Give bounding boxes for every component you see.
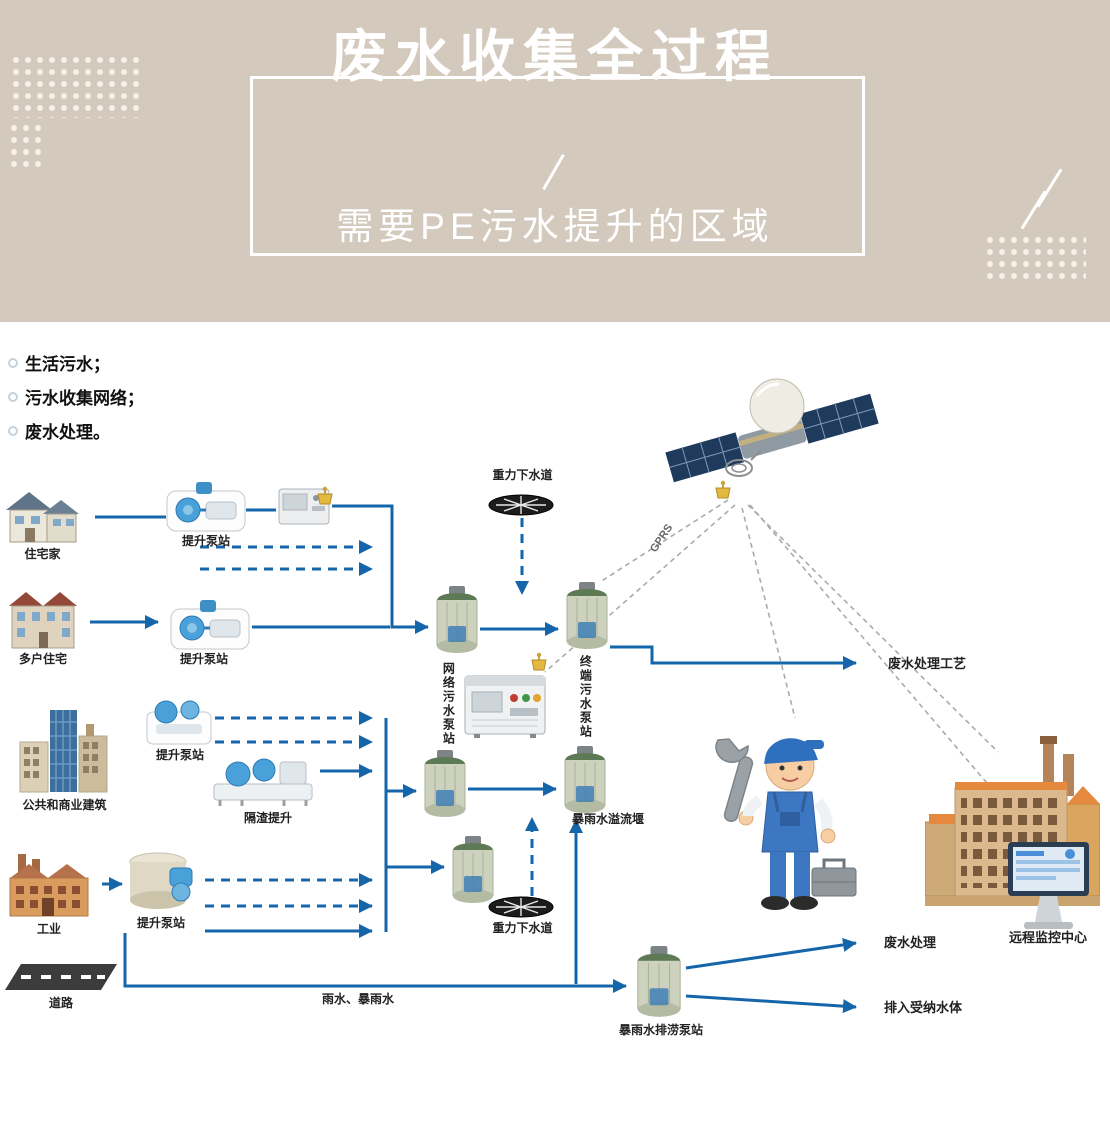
gravity-sewer-label: 重力下水道 — [492, 468, 553, 482]
lift-pump-tank-icon — [126, 850, 196, 914]
dot-pattern-left — [8, 122, 44, 170]
storm-overflow-weir-label: 暴雨水溢流堰 — [572, 812, 645, 826]
monitor-icon — [1006, 842, 1091, 934]
page-subtitle: 需要PE污水提升的区域 — [336, 206, 774, 247]
public-commercial-buildings-icon — [16, 706, 111, 796]
treatment-process-label: 废水处理工艺 — [888, 656, 967, 671]
industry-label: 工业 — [36, 922, 61, 936]
legend-label: 污水收集网络； — [25, 389, 144, 408]
legend-label: 生活污水； — [25, 355, 110, 374]
residential-house-icon — [5, 486, 80, 544]
lift-pump-station-icon — [146, 694, 212, 746]
storm-drainage-station-label: 暴雨水排涝泵站 — [618, 1023, 703, 1037]
gravity-sewer-label: 重力下水道 — [492, 921, 553, 935]
lift-station-label: 提升泵站 — [155, 748, 204, 762]
wastewater-treatment-label: 废水处理 — [884, 935, 937, 950]
road-label: 道路 — [48, 996, 73, 1010]
multi-family-label: 多户住宅 — [18, 652, 67, 666]
storm-overflow-weir-icon — [564, 746, 606, 816]
satellite-icon — [664, 358, 880, 508]
legend-item: 生活污水； — [8, 350, 144, 375]
lift-station-label: 提升泵站 — [181, 534, 230, 548]
dot-pattern-top-left — [10, 54, 142, 118]
control-panel-icon — [278, 486, 330, 526]
network-sewage-pump-station-icon — [436, 586, 478, 656]
network-pump-station-label: 网络污水泵站 — [441, 662, 456, 746]
transmitter-icon — [528, 652, 550, 672]
rain-storm-water-label: 雨水、暴雨水 — [322, 992, 395, 1006]
lift-station-label: 提升泵站 — [179, 652, 228, 666]
residential-label: 住宅家 — [24, 547, 61, 561]
manhole-icon — [488, 896, 554, 918]
pump-well-icon — [424, 750, 466, 820]
lift-station-label: 提升泵站 — [136, 916, 185, 930]
gprs-label: GPRS — [648, 522, 676, 555]
legend-item: 污水收集网络； — [8, 384, 144, 409]
bullet-icon — [8, 425, 18, 436]
industry-factory-icon — [8, 850, 90, 920]
dot-pattern-bottom-right — [984, 234, 1086, 280]
lift-pump-station-icon — [166, 480, 246, 532]
legend-item: 废水处理。 — [8, 418, 144, 443]
screen-lift-label: 隔渣提升 — [243, 811, 292, 825]
bullet-icon — [8, 357, 18, 368]
header-banner: 废水收集全过程 需要PE污水提升的区域 — [0, 0, 1110, 322]
manhole-icon — [488, 494, 554, 516]
road-icon — [5, 962, 117, 990]
control-panel-icon — [464, 674, 546, 738]
terminal-sewage-pump-station-icon — [566, 582, 608, 652]
remote-monitoring-label: 远程监控中心 — [1008, 930, 1087, 945]
receiving-water-label: 排入受纳水体 — [884, 1000, 963, 1015]
multi-family-building-icon — [8, 588, 78, 650]
lift-pump-station-icon — [170, 598, 250, 650]
storm-drainage-pump-station-icon — [634, 946, 684, 1020]
public-commercial-label: 公共和商业建筑 — [22, 798, 107, 812]
bullet-icon — [8, 391, 18, 402]
terminal-pump-station-label: 终端污水泵站 — [578, 655, 593, 739]
transmitter-icon — [314, 486, 336, 506]
worker-icon — [712, 712, 862, 924]
title-frame — [250, 76, 865, 256]
legend: 生活污水； 污水收集网络； 废水处理。 — [8, 350, 144, 452]
page-title: 废水收集全过程 — [331, 25, 779, 88]
legend-label: 废水处理。 — [25, 423, 110, 442]
screen-lift-unit-icon — [212, 752, 314, 808]
